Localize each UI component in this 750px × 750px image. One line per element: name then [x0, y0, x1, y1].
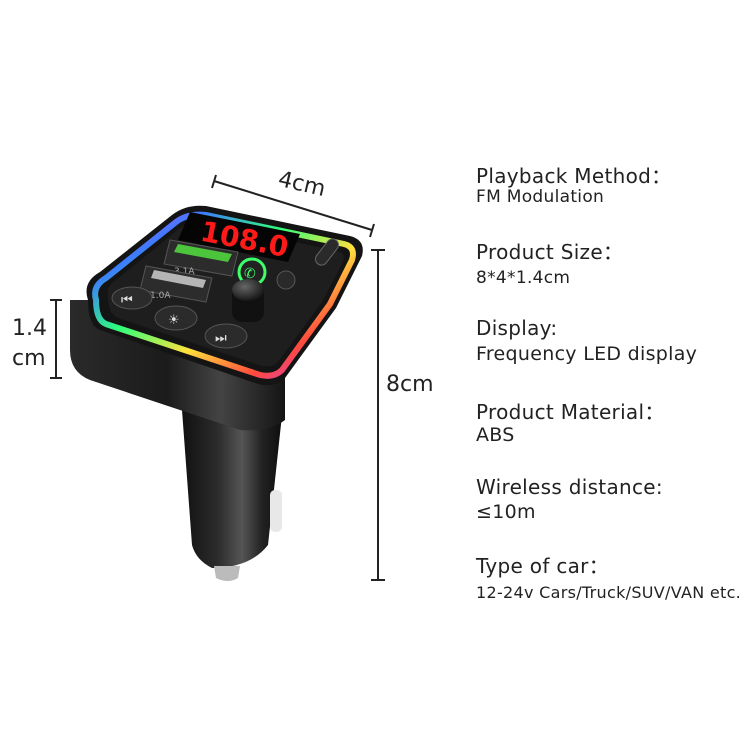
mic-grille: [276, 270, 296, 290]
phone-icon: ✆: [244, 266, 256, 282]
usb-port-1-label: 3.1A: [174, 267, 195, 277]
spec-value-product-material: ABS: [476, 424, 515, 446]
spec-label-product-material: Product Material：: [476, 400, 665, 424]
charger-stem: [182, 410, 282, 581]
usb-port-2: 1.0A: [139, 265, 213, 303]
spec-label-wireless-distance: Wireless distance:: [476, 475, 663, 499]
prev-icon: ⏮: [121, 293, 133, 308]
depth-dimension-line: [50, 299, 62, 379]
spec-label-product-size: Product Size：: [476, 240, 624, 264]
spec-value-product-size: 8*4*1.4cm: [476, 268, 571, 288]
side-contact: [270, 490, 282, 532]
usb-port-1-insert: [174, 244, 232, 262]
next-track-button: ⏭: [204, 323, 248, 349]
depth-label-top: 1.4: [12, 316, 47, 341]
prev-track-button: ⏮: [111, 286, 153, 310]
bulb-icon: ☀: [168, 313, 180, 328]
volume-knob: [232, 279, 264, 322]
spec-label-playback-method: Playback Method：: [476, 164, 672, 188]
height-dimension-line: [371, 249, 385, 581]
spec-value-wireless-distance: ≤10m: [476, 501, 536, 523]
light-mode-button: ☀: [154, 305, 198, 331]
product-illustration: 108.0 3.1A 1.0A ✆ ⏮ ☀ ⏭: [50, 174, 385, 581]
rgb-light-ring: [92, 211, 356, 379]
spec-value-playback-method: FM Modulation: [476, 187, 605, 207]
width-dimension-line: [211, 174, 375, 238]
spec-value-type-of-car: 12-24v Cars/Truck/SUV/VAN etc.: [476, 583, 742, 602]
usb-c-port: [314, 238, 340, 266]
spec-value-display: Frequency LED display: [476, 343, 698, 365]
usb-port-2-label: 1.0A: [150, 291, 171, 301]
depth-label-bottom: cm: [12, 346, 46, 371]
usb-port-1: 3.1A: [163, 239, 239, 277]
next-icon: ⏭: [215, 331, 227, 346]
height-label: 8cm: [386, 372, 434, 397]
tip-contact: [214, 566, 240, 581]
spec-label-type-of-car: Type of car：: [476, 554, 610, 578]
spec-label-display: Display:: [476, 316, 558, 340]
